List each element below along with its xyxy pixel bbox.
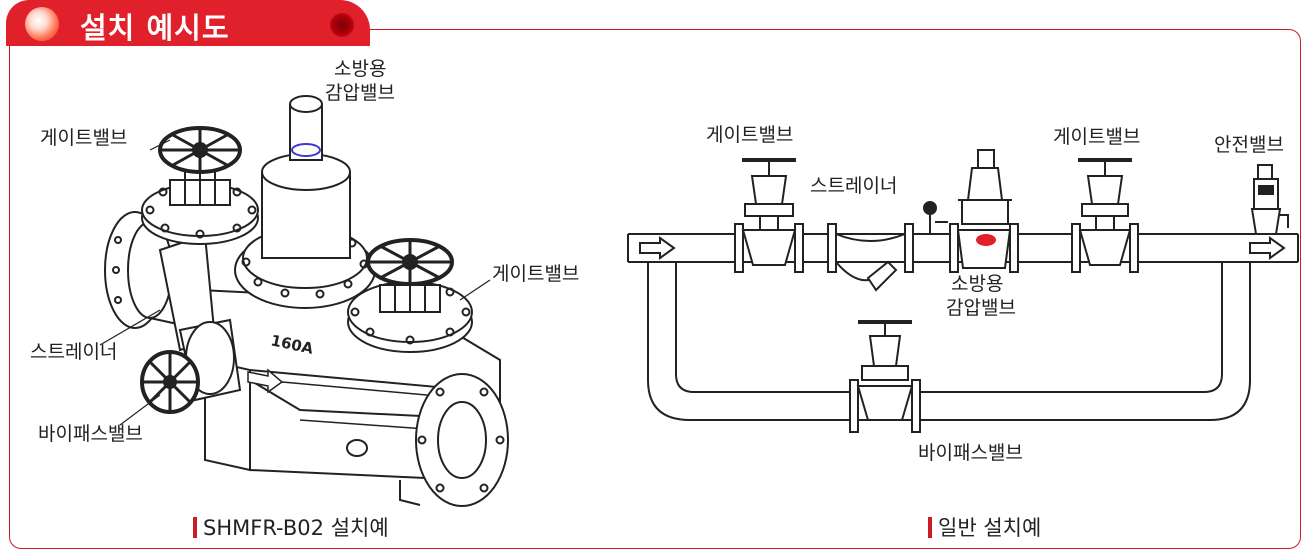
label-bypass-valve-schematic: 바이패스밸브 — [918, 442, 1023, 464]
caption-right: 일반 설치예 — [928, 512, 1041, 542]
bypass-valve — [140, 318, 242, 414]
label-strainer-schematic: 스트레이너 — [810, 175, 898, 197]
schematic-gate-valve-left — [734, 158, 804, 273]
label-pressure-valve-left-1: 소방용 — [334, 58, 387, 80]
bullet-circle-icon — [25, 7, 59, 41]
section-header-tab: 설치 예시도 — [6, 0, 370, 46]
leader-lines — [99, 139, 491, 426]
dark-circle-icon — [330, 13, 354, 37]
caption-right-text: 일반 설치예 — [938, 516, 1042, 540]
outlet-arrow-icon — [1249, 236, 1286, 260]
schematic-gate-valve-right — [1071, 158, 1139, 273]
caption-left: SHMFR-B02 설치예 — [193, 512, 389, 542]
label-bypass-valve-left: 바이패스밸브 — [38, 423, 143, 445]
label-gate-valve-schematic-right: 게이트밸브 — [1053, 126, 1141, 148]
schematic-pressure-reducing-valve — [949, 149, 1019, 273]
label-gate-valve-right: 게이트밸브 — [492, 263, 580, 285]
schematic-bypass-valve — [849, 320, 921, 433]
caption-bar-icon — [928, 517, 932, 538]
schematic-strainer — [827, 223, 914, 292]
schematic-safety-valve — [1250, 164, 1289, 235]
flow-arrow-icon — [247, 368, 284, 394]
caption-bar-icon — [193, 517, 197, 538]
label-pressure-valve-schematic-1: 소방용 — [951, 273, 1004, 295]
gate-valve-left — [141, 126, 259, 245]
schematic-gauge-valve — [923, 201, 948, 234]
pressure-reducing-valve — [234, 95, 376, 309]
label-pressure-valve-left-2: 감압밸브 — [325, 82, 395, 104]
label-gate-valve-left: 게이트밸브 — [40, 127, 128, 149]
inlet-flange — [104, 211, 206, 331]
outlet-flange — [415, 373, 509, 507]
drain-plug — [346, 439, 368, 457]
label-pressure-valve-schematic-2: 감압밸브 — [946, 297, 1016, 319]
caption-left-text: SHMFR-B02 설치예 — [203, 516, 389, 540]
label-safety-valve: 안전밸브 — [1214, 134, 1284, 156]
label-strainer-left: 스트레이너 — [30, 341, 118, 363]
inlet-arrow-icon — [639, 236, 676, 260]
gate-valve-right — [347, 238, 473, 353]
content-frame — [9, 29, 1301, 549]
label-gate-valve-schematic-left: 게이트밸브 — [706, 124, 794, 146]
section-title: 설치 예시도 — [80, 11, 230, 45]
valve-red-dot — [976, 234, 996, 246]
